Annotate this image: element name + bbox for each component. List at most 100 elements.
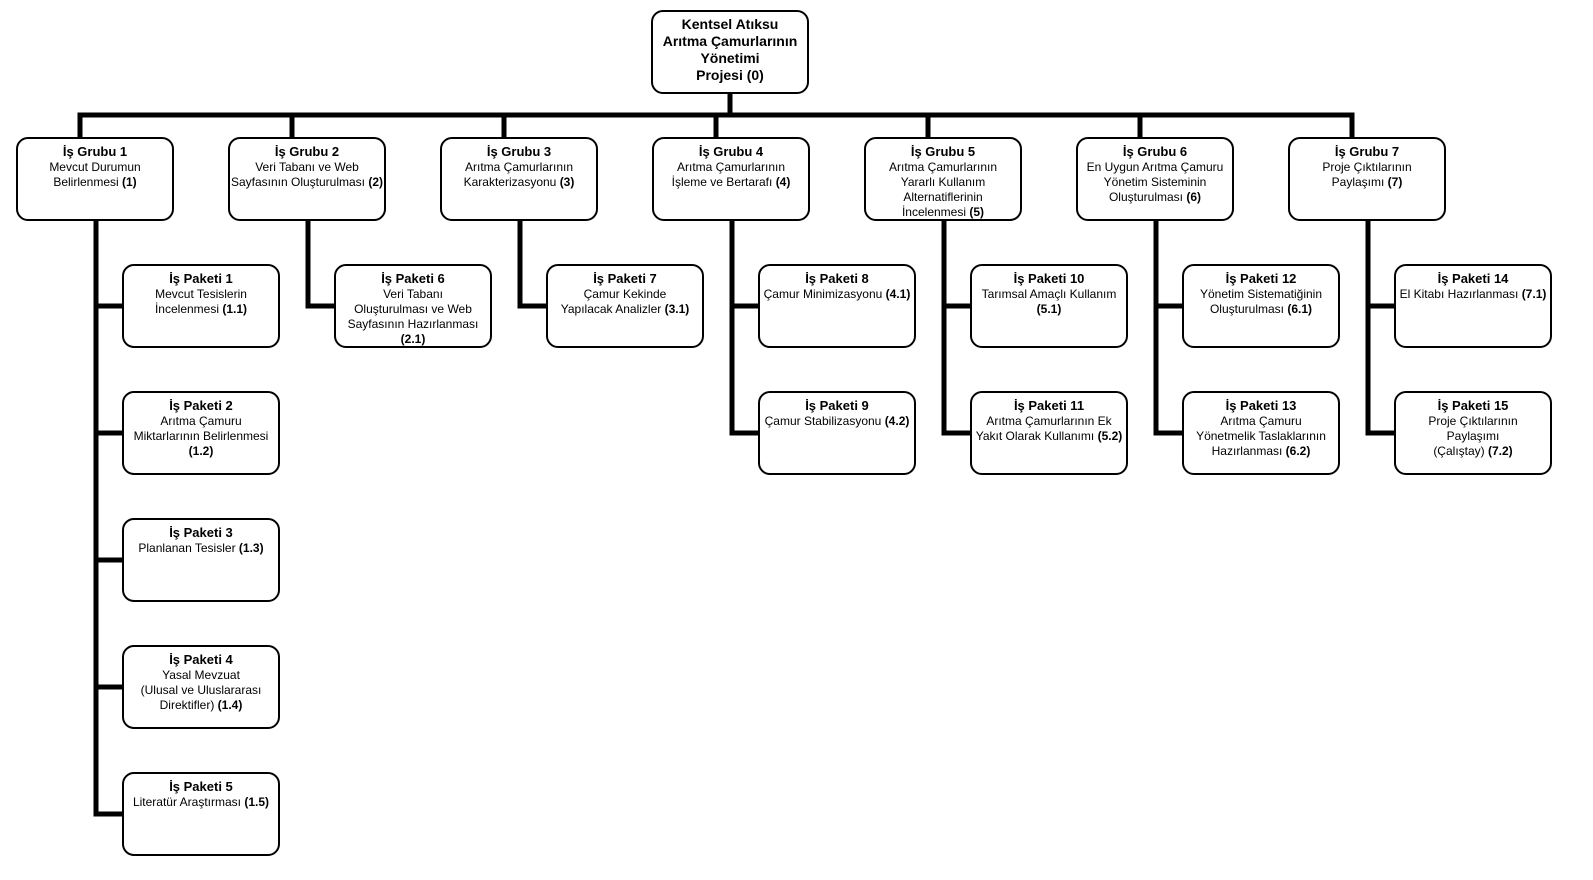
work-package-box-text: Oluşturulması (6.1) [1209,302,1313,316]
work-group-box-title: İş Grubu 2 [274,144,340,159]
project-root-text: Arıtma Çamurlarının [662,33,798,49]
work-group-box-text: Sayfasının Oluşturulması (2) [230,175,384,189]
work-package-box-code: (7.1) [1521,287,1547,301]
work-package-box-code: (6.1) [1287,302,1313,316]
work-package-box-code: (4.2) [884,414,910,428]
work-package-box-text: Çamur Minimizasyonu (4.1) [763,287,911,301]
work-package-box-text: Sayfasının Hazırlanması (2.1) [347,317,479,346]
work-group-box-title: İş Grubu 1 [62,144,128,159]
work-group-box-text: Proje Çıktılarının [1322,160,1412,174]
work-package-box-text: Veri Tabanı [383,287,443,301]
work-package-box-text: Literatür Araştırması (1.5) [132,795,270,809]
work-package-box-title: İş Paketi 7 [593,271,657,286]
work-package-box-title: İş Paketi 15 [1437,398,1509,413]
work-package-box-code: (5.1) [1036,302,1062,316]
work-package-box-text: Yakıt Olarak Kullanımı (5.2) [975,429,1123,443]
work-group-box-title: İş Grubu 4 [698,144,764,159]
work-group-box-title: İş Grubu 5 [910,144,976,159]
work-package-box-code: (2.1) [400,332,426,346]
work-group-box-code: (1) [122,175,137,189]
work-package-box-text: Tarımsal Amaçlı Kullanım (5.1) [981,287,1117,316]
work-package-box-code: (5.2) [1097,429,1123,443]
work-package-box-text: Yönetmelik Taslaklarının [1196,429,1326,443]
work-group-box-text: İncelenmesi (5) [901,205,985,219]
work-group-box-title: İş Grubu 3 [486,144,552,159]
work-package-box-code: (1.5) [244,795,270,809]
work-group-box-text: En Uygun Arıtma Çamuru [1086,160,1224,174]
work-package-box-text: İncelenmesi (1.1) [154,302,248,316]
work-group-box-text: Arıtma Çamurlarının [464,160,574,174]
work-package-box-code: (1.4) [217,698,243,712]
work-package-box-title: İş Paketi 14 [1437,271,1509,286]
work-group-box-code: (3) [559,175,575,189]
work-package-box-text: (Çalıştay) (7.2) [1433,444,1513,458]
work-group-box-text: Yönetim Sisteminin [1103,175,1207,189]
project-root-text: Kentsel Atıksu [681,16,779,32]
work-package-box-title: İş Paketi 4 [169,652,233,667]
work-group-box-text: Arıtma Çamurlarının [676,160,786,174]
work-package-box-text: Paylaşımı [1446,429,1500,443]
work-package-box-title: İş Paketi 2 [169,398,233,413]
work-group-box-text: Oluşturulması (6) [1108,190,1202,204]
work-package-box-text: Yönetim Sistematiğinin [1199,287,1323,301]
work-package-box-title: İş Paketi 11 [1013,398,1085,413]
work-package-box-title: İş Paketi 13 [1225,398,1297,413]
work-group-box-code: (7) [1387,175,1403,189]
work-group-box-text: Yararlı Kullanım [900,175,986,189]
work-package-box-code: (1.2) [188,444,214,458]
work-group-box-code: (4) [775,175,791,189]
work-package-box-text: Çamur Kekinde [583,287,667,301]
work-package-box-code: (1.3) [238,541,264,555]
work-group-box-text: Arıtma Çamurlarının [888,160,998,174]
work-package-box-text: Arıtma Çamuru [1220,414,1302,428]
work-group-box-code: (6) [1186,190,1202,204]
work-package-box-title: İş Paketi 8 [805,271,869,286]
work-package-box-text: Miktarlarının Belirlenmesi (1.2) [133,429,269,458]
work-group-box-text: Belirlenmesi (1) [53,175,137,189]
work-package-box-code: (6.2) [1285,444,1311,458]
work-package-box-code: (4.1) [885,287,911,301]
work-package-box-title: İş Paketi 1 [169,271,233,286]
work-package-box-title: İş Paketi 9 [805,398,869,413]
work-group-box-code: (5) [969,205,985,219]
work-package-box-title: İş Paketi 3 [169,525,233,540]
work-group-box-text: Paylaşımı (7) [1331,175,1403,189]
work-package-box-title: İş Paketi 12 [1225,271,1297,286]
work-package-box-text: Yapılacak Analizler (3.1) [560,302,690,316]
work-package-box-text: Planlanan Tesisler (1.3) [138,541,264,555]
work-package-box-text: Proje Çıktılarının [1428,414,1518,428]
work-package-box-text: Oluşturulması ve Web [354,302,472,316]
work-package-box-title: İş Paketi 6 [381,271,445,286]
work-group-box-title: İş Grubu 7 [1334,144,1400,159]
work-package-box-text: Hazırlanması (6.2) [1211,444,1311,458]
work-package-box-text: El Kitabı Hazırlanması (7.1) [1399,287,1547,301]
work-group-box-text: Alternatiflerinin [903,190,983,204]
work-package-box-code: (3.1) [664,302,690,316]
work-package-box-text: Yasal Mevzuat [162,668,240,682]
work-group-box-text: Mevcut Durumun [49,160,141,174]
work-package-box-title: İş Paketi 10 [1013,271,1085,286]
work-group-box-text: Veri Tabanı ve Web [255,160,359,174]
work-group-box-title: İş Grubu 6 [1122,144,1188,159]
work-package-box-title: İş Paketi 5 [169,779,233,794]
